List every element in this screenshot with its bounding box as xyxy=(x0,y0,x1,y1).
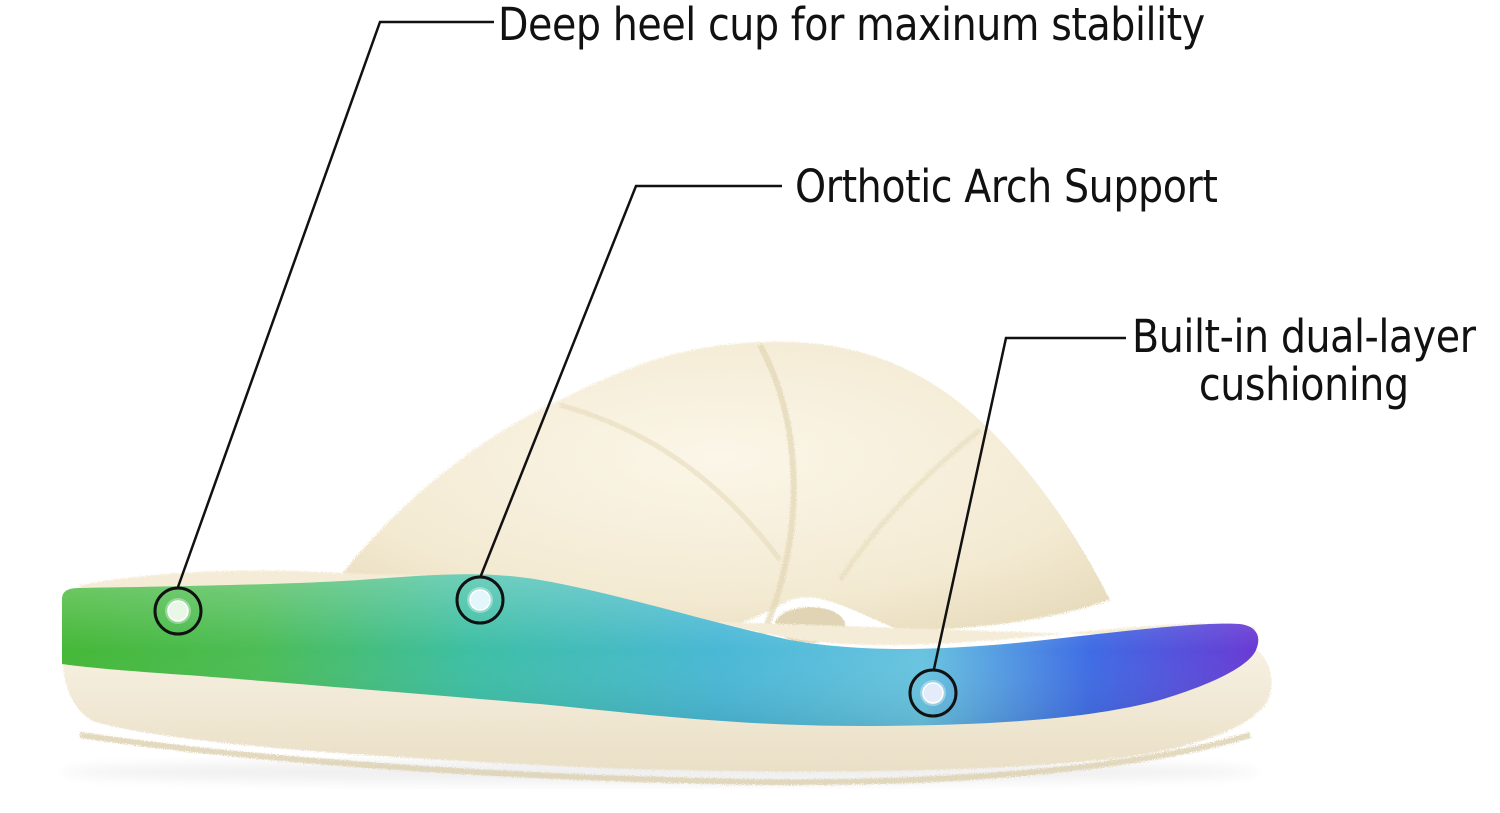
gradient-midsole xyxy=(62,574,1259,726)
outsole xyxy=(62,648,1272,786)
marker-cushion xyxy=(908,668,958,718)
callout-cushioning: Built-in dual-layer cushioning xyxy=(1132,313,1476,409)
callout-heel-cup: Deep heel cup for maxinum stability xyxy=(498,0,1205,51)
callout-cushioning-line-1: Built-in dual-layer xyxy=(1132,310,1476,363)
leader-lines xyxy=(176,20,1126,670)
marker-heel xyxy=(153,586,203,636)
marker-arch xyxy=(455,575,505,625)
callout-arch-support: Orthotic Arch Support xyxy=(795,160,1218,213)
leader-line-heel xyxy=(176,20,494,588)
leader-line-arch xyxy=(478,184,782,579)
leader-line-cushion xyxy=(932,336,1126,670)
callout-cushioning-line-2: cushioning xyxy=(1198,358,1409,411)
